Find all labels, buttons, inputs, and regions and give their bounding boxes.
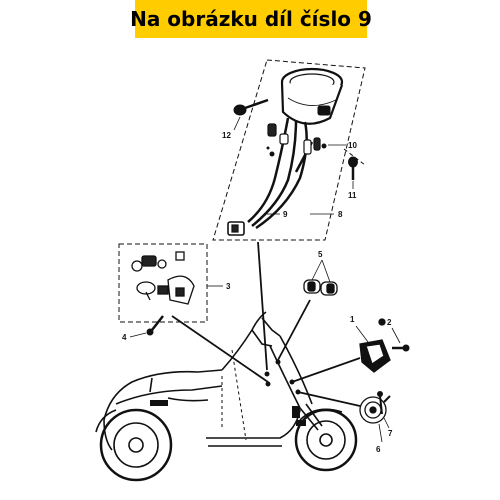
scooter-filled-details — [150, 400, 306, 426]
callout-11: 11 — [348, 191, 357, 200]
bolt-10 — [266, 143, 327, 157]
relay-1 — [359, 318, 391, 373]
callout-1: 1 — [350, 315, 355, 324]
callout-5: 5 — [318, 250, 323, 259]
title-banner: Na obrázku díl číslo 9 — [130, 0, 372, 38]
callout-2: 2 — [387, 318, 392, 327]
callout-8: 8 — [338, 210, 343, 219]
leader-4 — [129, 332, 147, 338]
screw-4 — [146, 315, 164, 336]
speedometer-unit — [280, 67, 344, 125]
grommet-5 — [303, 279, 338, 296]
callout-9: 9 — [283, 210, 288, 219]
callout-7: 7 — [388, 429, 393, 438]
callout-4: 4 — [122, 333, 127, 342]
callout-10: 10 — [348, 141, 357, 150]
screw-12 — [233, 98, 269, 116]
meter-assembly-frame — [212, 59, 366, 241]
switch-assembly-frame — [118, 243, 208, 323]
callout-3: 3 — [226, 282, 231, 291]
callout-6: 6 — [376, 445, 381, 454]
leader-5 — [311, 259, 331, 283]
screw-11 — [348, 156, 358, 180]
screw-7 — [377, 391, 383, 415]
callout-12: 12 — [222, 131, 231, 140]
harness-connectors — [227, 123, 321, 236]
leader-6 — [378, 423, 383, 443]
leader-1 — [355, 325, 369, 343]
callout-labels: 1 2 3 4 5 6 7 8 9 10 11 12 — [122, 131, 393, 454]
screw-2 — [392, 344, 410, 352]
scooter-center-dashes — [221, 349, 247, 441]
leader-12 — [233, 116, 241, 131]
scooter-outline — [95, 311, 358, 482]
pointer-lines — [171, 241, 361, 407]
leader-7 — [383, 417, 390, 429]
ignition-switch-parts — [131, 251, 195, 305]
leader-2 — [391, 327, 401, 344]
horn-6 — [359, 395, 391, 424]
leader-frame-11 — [343, 148, 366, 166]
banner-title: Na obrázku díl číslo 9 — [130, 7, 372, 31]
